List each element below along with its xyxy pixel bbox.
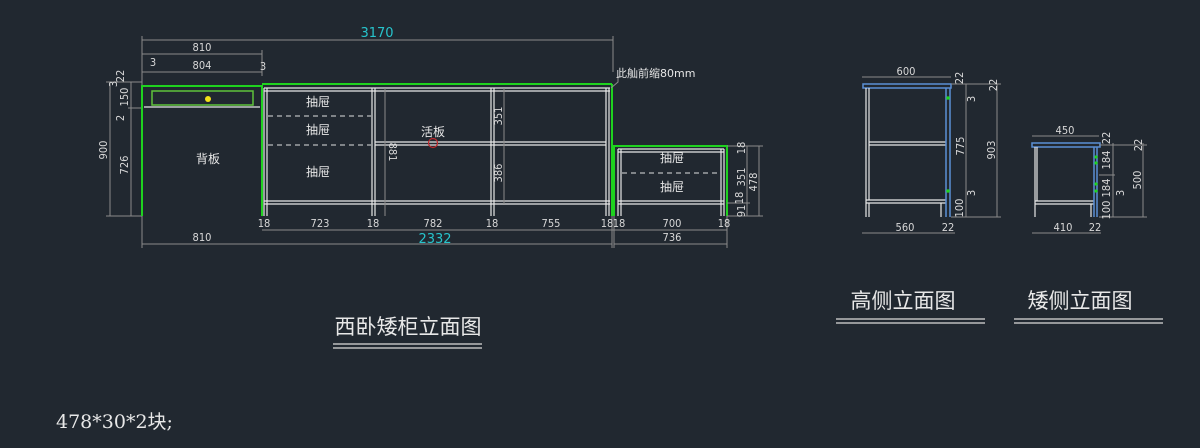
panel-1-label: 18 (258, 217, 271, 230)
low-cabinet: 抽屉 抽屉 18 351 478 18 91 (613, 142, 763, 218)
low-side-kick-height-label: 100 (1100, 201, 1113, 220)
panel-5-label: 18 (613, 217, 626, 230)
low-side-title: 矮侧立面图 (1028, 289, 1133, 313)
drawer-height-label: 150 (118, 88, 131, 107)
left-width-dimension: 810 (142, 41, 263, 76)
panel-4-label: 18 (601, 217, 614, 230)
inner-height-label: 881 (386, 143, 399, 162)
high-kick-height-label: 100 (953, 199, 966, 218)
gap-label: 2 (114, 115, 127, 121)
high-panel-thick-label: 22 (942, 221, 955, 234)
bottom-left-width-label: 810 (193, 231, 212, 244)
bay-2-label: 782 (424, 217, 443, 230)
lower-height-label: 726 (118, 156, 131, 175)
drawer-handle-icon (205, 96, 211, 102)
high-right-thick-label: 22 (987, 79, 1000, 92)
bay-1-label: 723 (311, 217, 330, 230)
lower-shelf-height-label: 386 (492, 164, 505, 183)
low-top-width-label: 450 (1056, 124, 1075, 137)
low-side-elevation: 450 22 22 184 184 3 500 100 410 22 矮侧立面图 (1014, 124, 1163, 324)
material-footnote: 478*30*2块; (56, 411, 173, 433)
high-side-elevation: 600 22 22 3 775 903 3 100 560 22 高侧立面图 (836, 65, 1001, 324)
low-drawer-2-label: 抽屉 (660, 180, 684, 194)
low-base-thick-label: 18 (733, 192, 746, 205)
inset-right-label: 3 (260, 60, 266, 73)
low-side-drawer-1-label: 184 (1100, 151, 1113, 170)
high-total-height-label: 903 (985, 141, 998, 160)
low-kick-height-label: 91 (735, 205, 748, 218)
low-top-thick-label: 18 (735, 142, 748, 155)
high-base-width-label: 560 (896, 221, 915, 234)
high-inner-height-label: 775 (954, 137, 967, 156)
high-gap-top-label: 3 (965, 96, 978, 102)
main-elevation: 3170 810 804 3 3 900 726 150 2 22 3 (97, 26, 763, 349)
low-total-width-label: 736 (663, 231, 682, 244)
low-side-drawer-2-label: 184 (1100, 179, 1113, 198)
low-side-panel-thick-label: 22 (1089, 221, 1102, 234)
top-thick-label: 22 (114, 70, 127, 83)
high-gap-bottom-label: 3 (965, 190, 978, 196)
middle-cabinet: 抽屉 抽屉 抽屉 活板 881 351 386 (263, 87, 610, 216)
left-width-label: 810 (193, 41, 212, 54)
upper-height-label: 351 (492, 107, 505, 126)
shelf-label: 活板 (421, 125, 445, 139)
recess-note-text: 此舢前缩80mm (616, 66, 695, 80)
panel-6-label: 18 (718, 217, 731, 230)
overall-width-label: 3170 (360, 26, 393, 41)
total-height-label: 900 (97, 141, 110, 160)
inset-left-label: 3 (150, 56, 156, 69)
high-top-width-label: 600 (897, 65, 916, 78)
low-drawer-height-label: 351 (735, 168, 748, 187)
overall-width-dimension: 3170 (141, 26, 614, 92)
inner-width-dimension: 804 3 3 (142, 56, 266, 73)
back-panel-label: 背板 (196, 152, 220, 166)
top-gap-label: 3 (107, 81, 120, 87)
low-side-total-height-label: 500 (1131, 171, 1144, 190)
drawer-2-label: 抽屉 (306, 123, 330, 137)
low-side-gap-label: 3 (1114, 190, 1127, 196)
drawer-front (151, 90, 254, 106)
bay-3-label: 755 (542, 217, 561, 230)
low-drawer-1-label: 抽屉 (660, 151, 684, 165)
drawer-1-label: 抽屉 (306, 95, 330, 109)
left-height-dimensions: 900 726 150 2 22 3 (97, 70, 142, 217)
high-side-title: 高侧立面图 (851, 289, 956, 313)
main-elevation-title: 西卧矮柜立面图 (335, 315, 482, 339)
drawer-3-label: 抽屉 (306, 165, 330, 179)
desk-section: 背板 (141, 83, 613, 216)
high-top-thick-label: 22 (953, 72, 966, 85)
low-side-base-width-label: 410 (1054, 221, 1073, 234)
inner-width-label: 804 (193, 59, 212, 72)
bay-4-label: 700 (663, 217, 682, 230)
low-side-top-thick-label: 22 (1100, 132, 1113, 145)
low-side-right-thick-label: 22 (1132, 139, 1145, 152)
panel-3-label: 18 (486, 217, 499, 230)
shelf-marker-icon (427, 137, 439, 149)
bottom-dimensions: 810 18 723 18 782 18 755 18 18 700 18 23… (141, 216, 731, 248)
panel-2-label: 18 (367, 217, 380, 230)
low-total-height-label: 478 (747, 173, 760, 192)
recess-note: 此舢前缩80mm (610, 66, 695, 89)
mid-total-label: 2332 (418, 232, 451, 247)
